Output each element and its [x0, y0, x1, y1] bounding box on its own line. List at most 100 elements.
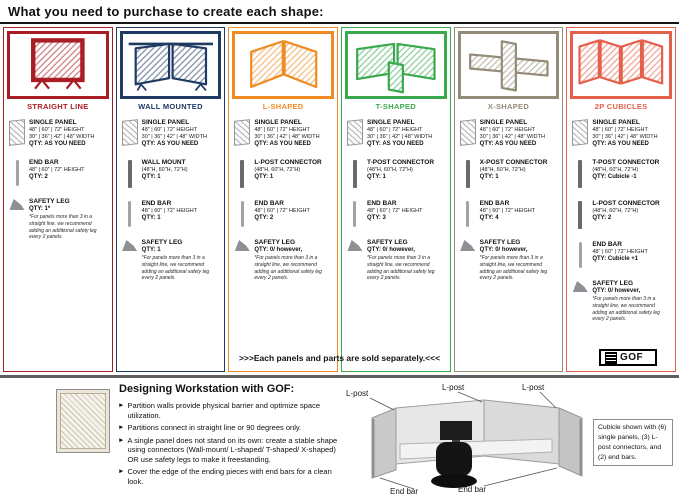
t-shaped-shape-icon: [344, 31, 447, 99]
part-note: *For panels more than 3 in a straight li…: [592, 296, 660, 323]
leader-line: [539, 391, 557, 409]
part-quantity: QTY: 3: [366, 215, 386, 221]
part-dimensions: 48" | 60" | 72" HEIGHT: [479, 208, 536, 214]
part-icon-wrap: [234, 239, 250, 251]
part-quantity: QTY: 1: [366, 174, 386, 180]
l-post-connector-icon: [578, 201, 583, 229]
part-dimensions: 30" | 36" | 42" | 48" WIDTH: [366, 134, 433, 140]
leader-line: [457, 391, 483, 403]
part-quantity: QTY: 1: [141, 215, 161, 221]
single-panel-icon: [9, 119, 25, 146]
panel-photo: [56, 389, 110, 453]
bullet-arrow-icon: ►: [118, 424, 125, 431]
end-bar-icon: [128, 201, 132, 227]
part-quantity: QTY: 1: [479, 174, 499, 180]
shape-illustration: [250, 40, 318, 89]
leader-line: [369, 397, 395, 411]
part-item: T-POST CONNECTOR(48"H, 60"H, 72"H)QTY: 1: [347, 159, 445, 188]
part-name: SAFETY LEG: [366, 239, 408, 246]
l-post-connector-icon: [240, 160, 245, 188]
part-dimensions: 30" | 36" | 42" | 48" WIDTH: [592, 134, 658, 140]
part-name: L-POST CONNECTOR: [592, 200, 660, 207]
part-dimensions: 48" | 60" | 72" HEIGHT: [254, 127, 310, 133]
part-quantity: QTY: 1: [141, 247, 161, 253]
single-panel-icon: [459, 119, 476, 146]
part-name: T-POST CONNECTOR: [592, 159, 660, 166]
part-dimensions: 48" | 60" | 72" HEIGHT: [254, 208, 310, 214]
design-note-text: A single panel does not stand on its own…: [127, 435, 338, 465]
part-dimensions: 48" | 60" | 72" HEIGHT: [592, 127, 648, 133]
part-icon-wrap: [9, 119, 25, 146]
part-dimensions: 48" | 60" | 72" HEIGHT: [366, 127, 423, 133]
part-quantity: QTY: AS YOU NEED: [479, 141, 537, 147]
part-name: SINGLE PANEL: [592, 119, 640, 126]
part-name: SINGLE PANEL: [366, 119, 415, 126]
end-bar-icon: [353, 201, 357, 227]
part-text: X-POST CONNECTOR(48"H, 60"H, 72"H)QTY: 1: [480, 159, 558, 180]
design-notes-list: ►Partition walls provide physical barrie…: [118, 401, 340, 489]
part-item: WALL MOUNT(48"H, 60"H, 72"H)QTY: 1: [122, 159, 220, 188]
end-bar-icon: [578, 242, 582, 268]
part-icon-wrap: [121, 119, 138, 146]
part-name: END BAR: [141, 200, 172, 207]
design-note: ►A single panel does not stand on its ow…: [118, 436, 340, 465]
part-text: L-POST CONNECTOR(48"H, 60"H, 72"H)QTY: 1: [254, 159, 332, 180]
part-name: END BAR: [479, 200, 510, 207]
part-note: *For panels more than 3 in a straight li…: [141, 255, 210, 282]
wall-mounted-shape-icon: [119, 31, 222, 99]
part-icon-wrap: [346, 119, 363, 146]
part-dimensions: (48"H, 60"H, 72"H): [366, 167, 413, 173]
column-label: X-SHAPED: [487, 102, 530, 111]
part-name: END BAR: [254, 200, 284, 207]
part-quantity: QTY: 4: [479, 215, 499, 221]
part-name: END BAR: [592, 241, 622, 248]
part-name: SAFETY LEG: [479, 239, 521, 246]
part-icon-wrap: [234, 159, 250, 188]
part-name: T-POST CONNECTOR: [366, 159, 435, 166]
part-icon-wrap: [572, 241, 588, 268]
part-dimensions: (48"H, 60"H, 72"H): [254, 167, 301, 173]
chair-base: [431, 474, 477, 488]
wall-mount-icon: [127, 160, 132, 188]
part-item: L-POST CONNECTOR(48"H, 60"H, 72"H)QTY: 1: [234, 159, 332, 188]
single-panel-icon: [121, 119, 138, 146]
part-icon-wrap: [9, 159, 25, 186]
part-text: WALL MOUNT(48"H, 60"H, 72"H)QTY: 1: [142, 159, 220, 180]
part-note: *For panels more than 3 in a straight li…: [29, 214, 97, 241]
part-dimensions: 48" | 60" | 72" HEIGHT: [592, 249, 648, 255]
part-name: SAFETY LEG: [141, 239, 183, 246]
design-note-text: Partition walls provide physical barrier…: [127, 401, 321, 420]
x-post-connector-icon: [465, 160, 470, 188]
column-label: L-SHAPED: [262, 102, 304, 111]
bullet-arrow-icon: ►: [118, 436, 125, 444]
cubicle-right-panel: [558, 407, 583, 477]
safety-leg-icon: [572, 281, 588, 292]
leader-line: [483, 467, 558, 487]
cubicle-illustration: L-post L-post L-post End bar End bar: [346, 383, 583, 496]
part-quantity: QTY: Cubicle +1: [592, 256, 639, 262]
t-post-connector-icon: [352, 160, 357, 188]
safety-leg-icon: [234, 240, 250, 251]
shape-illustration: [356, 42, 436, 94]
2p-cubicles-shape-icon: [570, 31, 672, 99]
